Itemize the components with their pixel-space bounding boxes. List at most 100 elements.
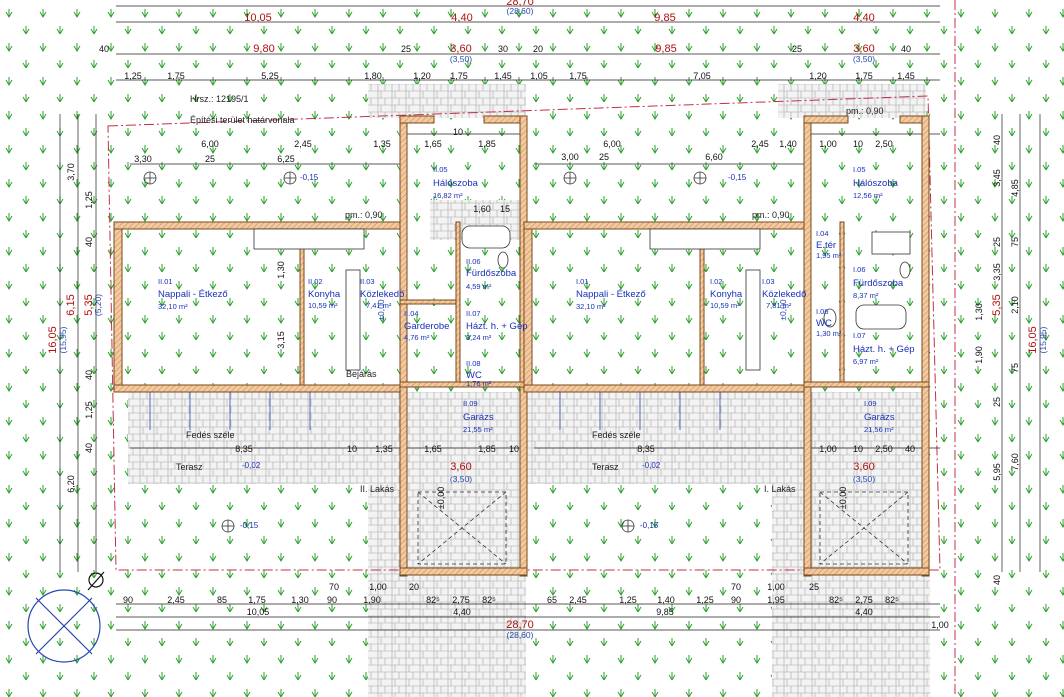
room-name-I03: Közlekedő — [762, 289, 806, 300]
dim-top-4: 4,40 — [853, 12, 874, 24]
beam-right-2: pm.: 0,90 — [846, 106, 884, 116]
dimension-lines — [59, 5, 1041, 631]
terrace-level-right: -0,02 — [642, 461, 661, 470]
room-id-II08: II.08 — [466, 359, 481, 368]
level-right-1: -0,15 — [728, 173, 747, 182]
room-id-I01: I.01 — [576, 277, 589, 286]
terrace-left: Terasz — [176, 462, 203, 472]
building-boundary-line — [107, 95, 941, 571]
dim-right-14: 5,95 — [992, 463, 1002, 481]
room-area-I02: 10,59 m² — [710, 301, 740, 310]
garage-width-left: 3,60 — [450, 461, 471, 473]
dim-bot-1: 2,45 — [167, 595, 185, 605]
dim-row3-10: 1,20 — [809, 71, 827, 81]
inner-dim-right-3: 6,60 — [705, 152, 723, 162]
dim-bot-5: 90 — [327, 595, 337, 605]
dim-right-11: 1,90 — [974, 346, 984, 364]
room-name-II01: Nappali - Étkező — [158, 289, 228, 300]
dim-bot2-2: 9,85 — [656, 607, 674, 617]
room-name-I01: Nappali - Étkező — [576, 289, 646, 300]
terrace-level-left: -0,02 — [242, 461, 261, 470]
inner-dim-right-5: 1,40 — [779, 139, 797, 149]
room-area-I07: 6,97 m² — [853, 357, 879, 366]
room-area-I04: 1,95 m² — [816, 251, 842, 260]
dim-right-1: 3,45 — [992, 169, 1002, 187]
dim-right-12: 75 — [1010, 363, 1020, 373]
dim-bot2-1: 4,40 — [453, 607, 471, 617]
dim-right-10: (15,95) — [1038, 326, 1048, 353]
dim-bot-17: 82⁵ — [829, 595, 843, 605]
dim-left-5: 6,15 — [65, 294, 77, 315]
dim-right-3: 25 — [992, 237, 1002, 247]
dim-row3-11: 1,75 — [855, 71, 873, 81]
dim-row2-9: 40 — [901, 44, 911, 54]
room-name-II08: WC — [466, 370, 482, 381]
terrace-right: Terasz — [592, 462, 619, 472]
room-area-I09: 21,56 m² — [864, 425, 894, 434]
dim-extra-3: 70 — [731, 582, 741, 592]
room-id-I03: I.03 — [762, 277, 775, 286]
inner-dim-left-13: 1,35 — [375, 444, 393, 454]
inner-dim-left-1: 2,45 — [294, 139, 312, 149]
dim-bot-11: 2,45 — [569, 595, 587, 605]
boundary-label: Építési terület határvonala — [190, 115, 295, 125]
room-id-II06: II.06 — [466, 257, 481, 266]
beam-right: pm.: 0,90 — [752, 210, 790, 220]
dim-right-16: 40 — [992, 575, 1002, 585]
paving-top-left — [368, 84, 526, 118]
inner-dim-left-12: 10 — [347, 444, 357, 454]
dim-bot-8: 2,75 — [452, 595, 470, 605]
dim-bot-9: 82⁵ — [482, 595, 496, 605]
dim-row2-4: 30 — [498, 44, 508, 54]
inner-dim-left-0: 6,00 — [201, 139, 219, 149]
inner-dim-right-12: 2,50 — [875, 444, 893, 454]
inner-dim-left-10: 15 — [500, 204, 510, 214]
inner-dim-left-9: 10 — [453, 127, 463, 137]
inner-dim-right-9: 8,35 — [637, 444, 655, 454]
inner-dim-left-7: 6,25 — [277, 154, 295, 164]
dim-row3-12: 1,45 — [897, 71, 915, 81]
dim-row2-2: 25 — [401, 44, 411, 54]
dim-left-7: (15,95) — [58, 326, 68, 353]
dim-row3-4: 1,20 — [413, 71, 431, 81]
terrace-posts — [149, 392, 721, 430]
room-area-I06: 8,37 m² — [853, 291, 879, 300]
inner-dim-right-2: 6,00 — [603, 139, 621, 149]
garage-width-right: 3,60 — [853, 461, 874, 473]
room-id-I02: I.02 — [710, 277, 723, 286]
paving-top-right — [778, 84, 926, 118]
room-name-I06b: WC — [816, 318, 832, 329]
dim-right-2: 4,85 — [1010, 179, 1020, 197]
window-label-4: ±0,00 — [838, 487, 848, 509]
unit-name-left: II. Lakás — [360, 484, 395, 494]
dim-extra-5: 25 — [809, 582, 819, 592]
inner-dim-right-4: 2,45 — [751, 139, 769, 149]
dim-bot-2: 85 — [217, 595, 227, 605]
room-id-II09: II.09 — [463, 399, 478, 408]
dim-left-3: 5,35 — [83, 294, 95, 315]
dim-bot-3: 1,75 — [248, 595, 266, 605]
dim-row2-sub-0: (3,50) — [450, 54, 472, 64]
level-left-1: -0,15 — [300, 173, 319, 182]
room-id-I09: I.09 — [864, 399, 877, 408]
room-name-I04: E.tér — [816, 240, 836, 251]
dim-overall-top-sub: (28,60) — [507, 6, 534, 16]
dim-right-9: 16,05 — [1027, 326, 1039, 354]
dim-row2-6: 9,85 — [655, 43, 676, 55]
room-area-II07: 3,24 m² — [466, 333, 492, 342]
dim-bot-6: 1,90 — [363, 595, 381, 605]
dim-row3-0: 1,25 — [124, 71, 142, 81]
dim-row3-8: 1,75 — [569, 71, 587, 81]
dim-bot-19: 82⁵ — [885, 595, 899, 605]
room-id-II03: II.03 — [360, 277, 375, 286]
window-label-3: ±0,00 — [436, 487, 446, 509]
dim-left-9: 1,25 — [84, 401, 94, 419]
level-left-2: -0,15 — [240, 521, 259, 530]
window-label-2: ±0,00 — [778, 299, 788, 320]
room-name-I09: Garázs — [864, 412, 895, 423]
room-id-II05: II.05 — [433, 165, 448, 174]
dim-right-13: 25 — [992, 397, 1002, 407]
inner-dim-left-3: 1,65 — [424, 139, 442, 149]
inner-dim-left-4: 1,85 — [478, 139, 496, 149]
dim-row2-7: 25 — [792, 44, 802, 54]
